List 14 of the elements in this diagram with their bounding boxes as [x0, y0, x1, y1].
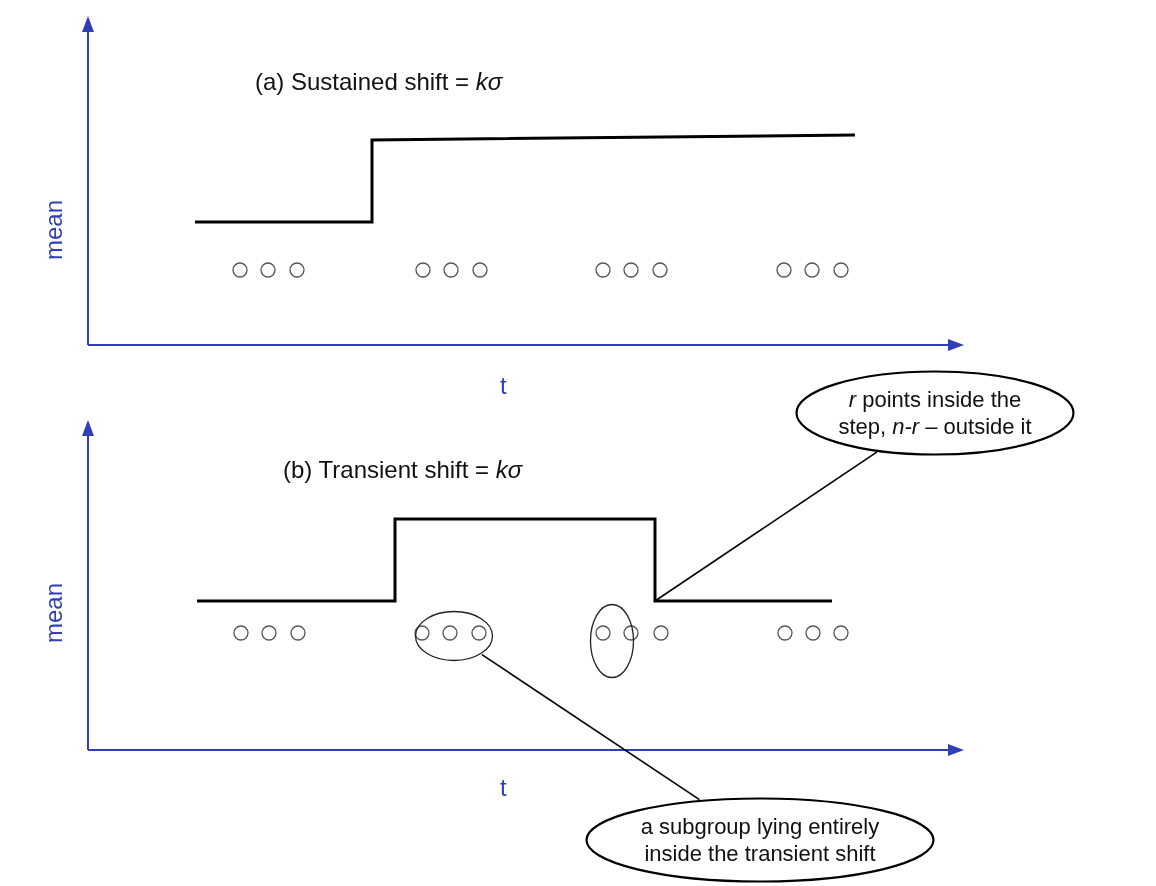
- axis-label: t: [500, 773, 507, 803]
- subgroup-ellipse: [414, 610, 494, 662]
- callout-ellipse: [585, 797, 935, 883]
- axis-label: mean: [39, 200, 68, 261]
- callout-text: a subgroup lying entirely inside the transient shift: [639, 812, 881, 868]
- subgroup-ellipse: [589, 603, 635, 679]
- leader-line: [481, 653, 701, 801]
- leader-line: [654, 451, 878, 602]
- panel-title: (b) Transient shift = kσ: [283, 455, 523, 485]
- axis-label: mean: [39, 583, 68, 644]
- panel-title: (a) Sustained shift = kσ: [255, 67, 503, 97]
- axis-label: t: [500, 371, 507, 401]
- callout-text: r points inside the step, n-r – outside it: [837, 385, 1033, 441]
- callout-ellipse: [795, 370, 1075, 456]
